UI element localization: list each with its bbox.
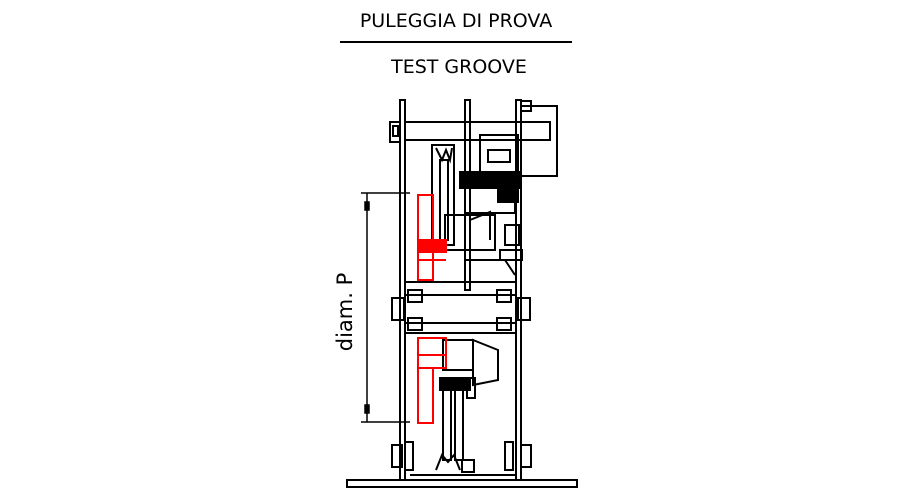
test-groove-highlight (417, 194, 447, 424)
drawing-subtitle: TEST GROOVE (391, 56, 527, 78)
drawing-title: PULEGGIA DI PROVA (359, 10, 553, 32)
top-crossbar (404, 121, 551, 141)
diameter-dimension (361, 192, 410, 423)
base-plate (346, 479, 578, 488)
right-post (515, 99, 522, 481)
left-post (399, 99, 406, 481)
motor-box (520, 105, 558, 177)
frame (346, 99, 578, 488)
